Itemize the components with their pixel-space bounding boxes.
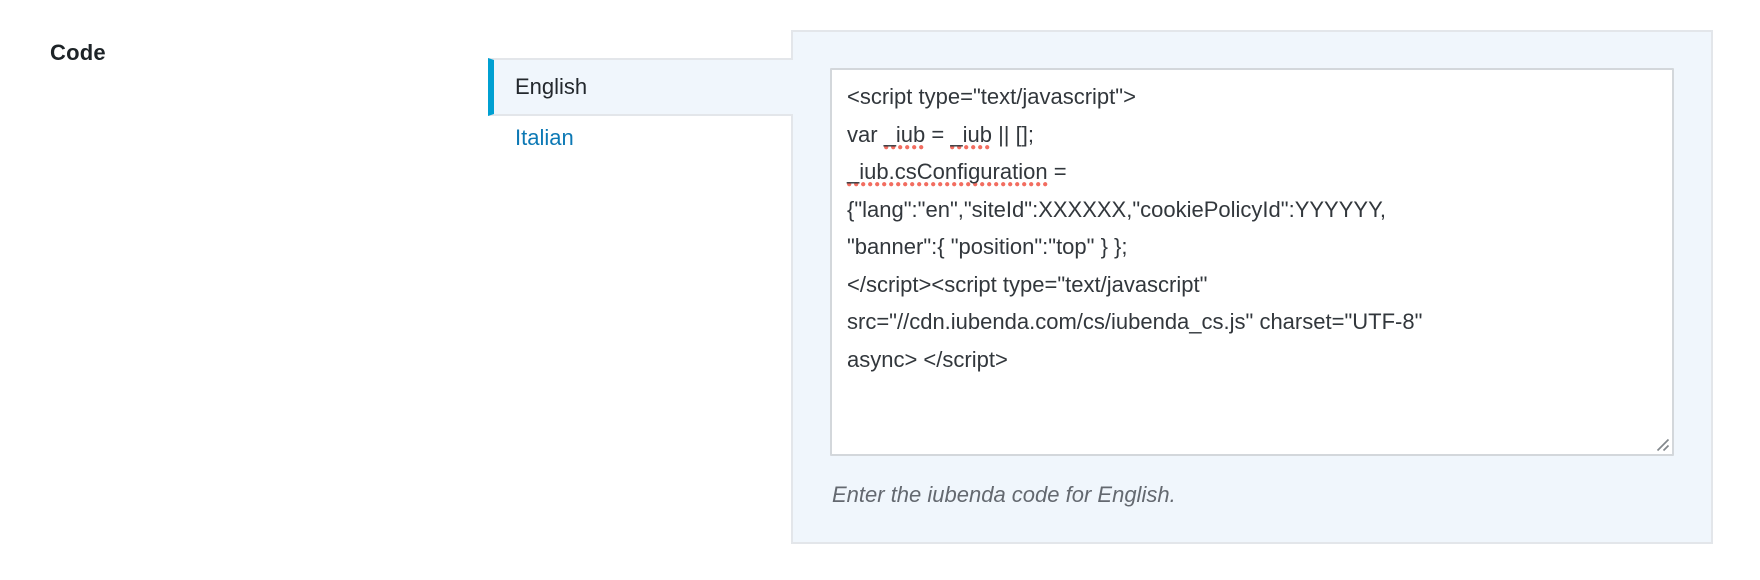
code-text: <script type="text/javascript"> <box>847 84 1136 109</box>
tab-english[interactable]: English <box>488 58 793 116</box>
code-line: <script type="text/javascript"> <box>847 78 1657 116</box>
misspelled-token: _iub <box>883 121 926 150</box>
code-line: "banner":{ "position":"top" } }; <box>847 228 1657 266</box>
code-content: <script type="text/javascript"> var _iub … <box>832 70 1672 378</box>
code-line: _iub.csConfiguration = <box>847 153 1657 191</box>
resize-handle-icon[interactable] <box>1654 436 1670 452</box>
code-textarea[interactable]: <script type="text/javascript"> var _iub … <box>830 68 1674 456</box>
code-text: "banner":{ "position":"top" } }; <box>847 234 1128 259</box>
misspelled-token: _iub <box>950 121 992 150</box>
code-line: src="//cdn.iubenda.com/cs/iubenda_cs.js"… <box>847 303 1657 341</box>
field-label: Code <box>50 40 106 65</box>
code-text: </script><script type="text/javascript" <box>847 271 1208 297</box>
code-panel: <script type="text/javascript"> var _iub … <box>791 30 1713 544</box>
code-text: = <box>925 121 951 147</box>
misspelled-token: _iub.csConfiguration <box>847 159 1048 187</box>
code-text: {"lang":"en","siteId":XXXXXX,"cookiePoli… <box>847 196 1387 222</box>
code-line: </script><script type="text/javascript" <box>847 266 1657 304</box>
helper-text: Enter the iubenda code for English. <box>832 482 1176 507</box>
tab-label: English <box>515 74 588 99</box>
code-line: async> </script> <box>847 341 1657 379</box>
code-line: {"lang":"en","siteId":XXXXXX,"cookiePoli… <box>847 191 1657 229</box>
code-text: var <box>847 121 884 147</box>
code-line: var _iub = _iub || []; <box>847 116 1657 154</box>
code-text: async> </script> <box>847 346 1008 372</box>
tab-label: Italian <box>515 125 574 150</box>
code-text: src="//cdn.iubenda.com/cs/iubenda_cs.js"… <box>847 309 1423 334</box>
code-text: || []; <box>991 121 1034 147</box>
tab-italian[interactable]: Italian <box>488 116 778 160</box>
code-text: = <box>1047 159 1067 184</box>
